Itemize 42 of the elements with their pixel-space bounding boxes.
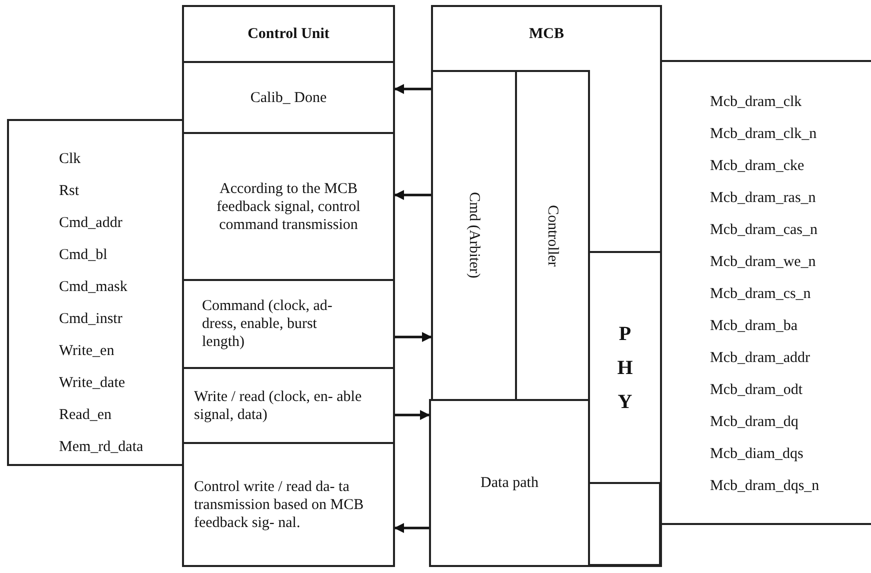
block-label: Calib_ Done	[250, 88, 327, 106]
signal-name: Write_date	[59, 374, 126, 393]
signal-name: Mcb_dram_dqs_n	[710, 477, 820, 496]
signal-name: Mcb_dram_clk	[710, 93, 802, 112]
signal-name: Cmd_addr	[59, 214, 122, 233]
block-label: Data path	[480, 474, 538, 492]
block-title: MCB	[529, 25, 564, 43]
mcb-block	[431, 5, 662, 567]
arrow	[395, 410, 430, 420]
block-label: According to the MCB feedback signal, control command transmission	[216, 180, 362, 234]
block-label: PHY	[616, 322, 634, 414]
signal-name: Mem_rd_data	[59, 438, 144, 457]
arrow	[394, 84, 431, 94]
signal-name: Cmd_mask	[59, 278, 128, 297]
signal-name: Mcb_dram_ras_n	[710, 189, 816, 208]
block-label: Command (clock, ad- dress, enable, burst length)	[202, 297, 334, 351]
signal-name: Write_en	[59, 342, 114, 361]
signal-name: Mcb_dram_cas_n	[710, 221, 818, 240]
signal-name: Mcb_dram_cs_n	[710, 285, 811, 304]
block-title: Control Unit	[248, 25, 330, 43]
signal-name: Cmd_instr	[59, 310, 122, 329]
signal-name: Mcb_dram_odt	[710, 381, 802, 400]
block-label: Controller	[544, 204, 562, 266]
block-label: Cmd (Arbiter)	[465, 192, 483, 279]
block-label: Write / read (clock, en- able signal, data)	[194, 388, 363, 424]
signal-name: Read_en	[59, 406, 112, 425]
signal-name: Mcb_diam_dqs	[710, 445, 804, 464]
signal-name: Mcb_dram_dq	[710, 413, 798, 432]
signal-name: Rst	[59, 182, 80, 201]
signal-name: Clk	[59, 150, 81, 169]
arrow	[394, 523, 429, 533]
block-label: Control write / read da- ta transmission based on MCB feedback sig- nal.	[194, 478, 365, 532]
control-unit-block	[182, 5, 395, 567]
signal-name: Mcb_dram_we_n	[710, 253, 816, 272]
signal-name: Mcb_dram_ba	[710, 317, 798, 336]
signal-name: Mcb_dram_clk_n	[710, 125, 817, 144]
arrow	[394, 190, 431, 200]
signal-list-panel	[662, 60, 871, 525]
arrow	[395, 332, 432, 342]
signal-name: Cmd_bl	[59, 246, 108, 265]
signal-name: Mcb_dram_cke	[710, 157, 804, 176]
signal-name: Mcb_dram_addr	[710, 349, 810, 368]
